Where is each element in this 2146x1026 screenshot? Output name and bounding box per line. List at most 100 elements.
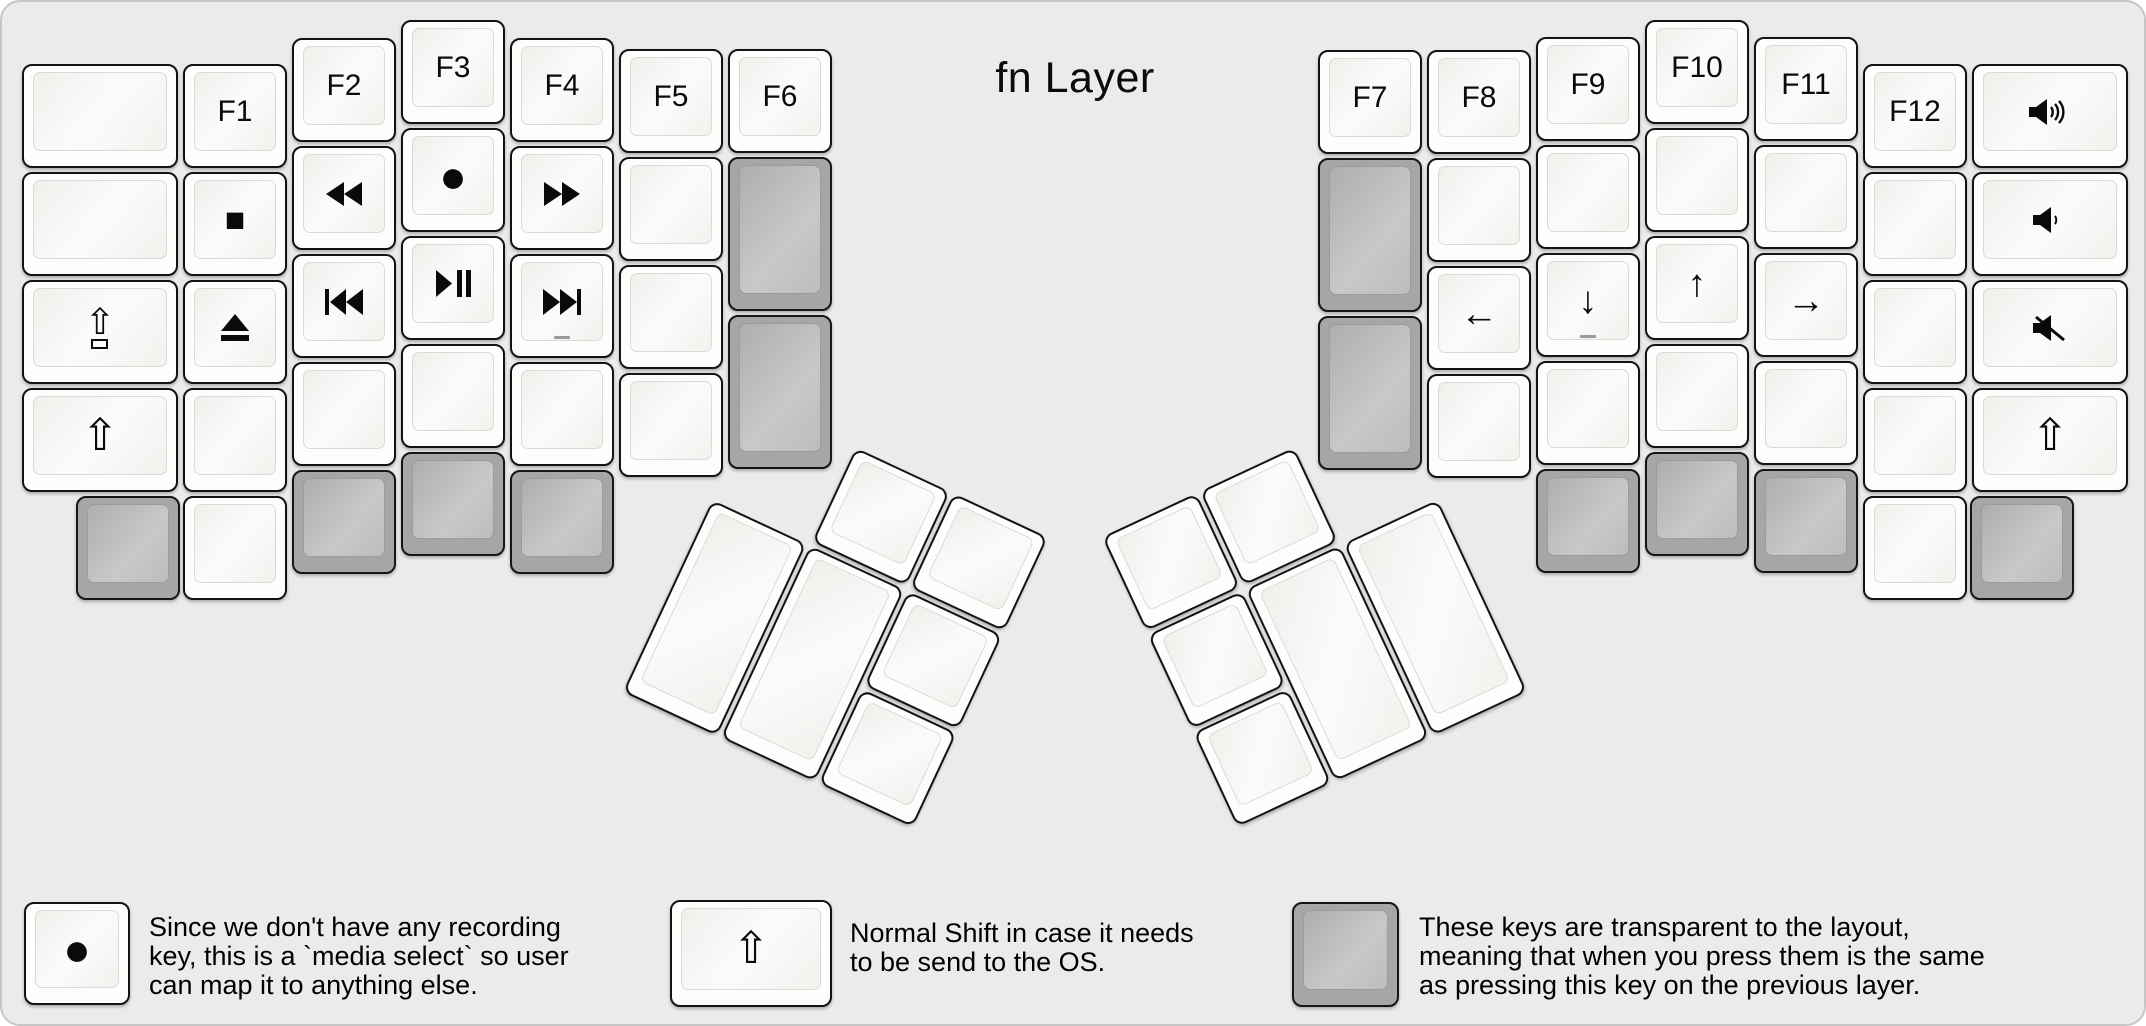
shift-icon: ⇧ <box>2031 410 2069 460</box>
volup-icon <box>2029 98 2071 126</box>
next-icon <box>543 288 581 315</box>
keycap-surface: ⇧ <box>681 908 821 990</box>
key-label: F4 <box>544 68 580 102</box>
key-label: F12 <box>1889 94 1941 128</box>
keycap-surface <box>1874 180 1956 259</box>
keycap-surface <box>1765 369 1847 448</box>
key-prev-track <box>292 254 396 358</box>
keycap-surface: ● <box>35 910 119 988</box>
keycap-surface <box>33 180 167 259</box>
key-f4: F4 <box>510 38 614 142</box>
keycap-surface: F8 <box>1438 58 1520 137</box>
keycap-surface <box>1547 477 1629 556</box>
keycap-surface <box>1329 324 1411 453</box>
keycap-surface <box>630 273 712 352</box>
key-blank-r-c3-r4 <box>1536 361 1640 465</box>
keycap-surface: F1 <box>194 72 276 151</box>
arrow-down-icon: ↓ <box>1578 279 1598 322</box>
keycap-surface <box>1656 352 1738 431</box>
key-f2: F2 <box>292 38 396 142</box>
key-eject <box>183 280 287 384</box>
key-label: F6 <box>762 79 798 113</box>
key-f10: F10 <box>1645 20 1749 124</box>
keycap-surface: ⇧ <box>33 288 167 367</box>
keycap-surface <box>521 262 603 341</box>
shift-icon: ⇧ <box>81 410 119 460</box>
keycap-surface <box>303 154 385 233</box>
keycap-surface: F11 <box>1765 45 1847 124</box>
key-blank-r-c5-r4 <box>1754 361 1858 465</box>
key-blank-l-c6-r4 <box>619 373 723 477</box>
key-rewind <box>292 146 396 250</box>
keycap-surface: → <box>1765 261 1847 340</box>
keycap-surface <box>1874 288 1956 367</box>
key-blank-l-c6-r2 <box>619 157 723 261</box>
homing-dash <box>1580 335 1596 338</box>
keycap-surface <box>412 352 494 431</box>
key-caps-lock: ⇧ <box>22 280 178 384</box>
keycap-surface <box>926 505 1035 612</box>
key-transparent-left-bottom-1 <box>76 496 180 600</box>
legend-line: key, this is a `media select` so user <box>149 941 569 971</box>
arrow-right-icon: → <box>1787 279 1825 322</box>
key-next-track <box>510 254 614 358</box>
key-arrow-down: ↓ <box>1536 253 1640 357</box>
homing-dash <box>554 336 570 339</box>
key-transparent-right-inner-tall-2 <box>1318 316 1422 470</box>
keycap-surface <box>303 262 385 341</box>
keycap-surface <box>739 323 821 452</box>
key-blank-r-c6-r3 <box>1863 280 1967 384</box>
key-blank-l-c6-r3 <box>619 265 723 369</box>
keycap-surface: ↓ <box>1547 261 1629 340</box>
key-label: F7 <box>1352 80 1388 114</box>
keycap-surface <box>194 396 276 475</box>
keycap-surface <box>1547 153 1629 232</box>
keycap-surface <box>1656 460 1738 539</box>
keycap-surface <box>521 370 603 449</box>
keycap-surface <box>630 381 712 460</box>
keycap-surface: F7 <box>1329 58 1411 137</box>
key-blank-r-c2-r4 <box>1427 374 1531 478</box>
key-blank-r-c6-r4 <box>1863 388 1967 492</box>
key-blank-r-c3-r2 <box>1536 145 1640 249</box>
keycap-surface <box>1983 288 2117 367</box>
keycap-surface: ■ <box>194 180 276 259</box>
legend-line: as pressing this key on the previous lay… <box>1419 970 1921 1000</box>
keycap-surface <box>303 370 385 449</box>
key-transparent-left-inner-tall-1 <box>728 157 832 311</box>
keycap-surface <box>1765 477 1847 556</box>
record-icon: ● <box>439 149 467 202</box>
keycap-surface <box>739 165 821 294</box>
keycap-surface: F10 <box>1656 28 1738 107</box>
keycap-surface <box>303 478 385 557</box>
keycap-surface <box>1983 72 2117 151</box>
keycap-surface <box>33 72 167 151</box>
legend-text-3: These keys are transparent to the layout… <box>1419 913 1985 1000</box>
keycap-surface: F4 <box>521 46 603 125</box>
keycap-surface <box>1115 504 1224 612</box>
key-transparent-left-bottom-5 <box>510 470 614 574</box>
keycap-surface <box>1547 369 1629 448</box>
key-transparent-left-bottom-4 <box>401 452 505 556</box>
legend-line: Since we don't have any recording <box>149 912 561 942</box>
keycap-surface: ← <box>1438 274 1520 353</box>
key-f5: F5 <box>619 49 723 153</box>
key-label: F8 <box>1461 80 1497 114</box>
keycap-surface <box>87 504 169 583</box>
keycap-surface: F5 <box>630 57 712 136</box>
arrow-left-icon: ← <box>1460 292 1498 335</box>
keycap-surface <box>881 603 990 710</box>
record-icon: ● <box>63 923 91 975</box>
keycap-surface: F3 <box>412 28 494 107</box>
keycap-surface <box>1438 382 1520 461</box>
keycap-surface <box>1160 602 1269 710</box>
key-transparent-right-bottom-5 <box>1970 496 2074 600</box>
eject-icon <box>220 314 250 341</box>
keycap-surface <box>835 700 944 808</box>
rewind-icon <box>326 181 362 206</box>
keycap-surface: F2 <box>303 46 385 125</box>
key-volume-down <box>1972 172 2128 276</box>
